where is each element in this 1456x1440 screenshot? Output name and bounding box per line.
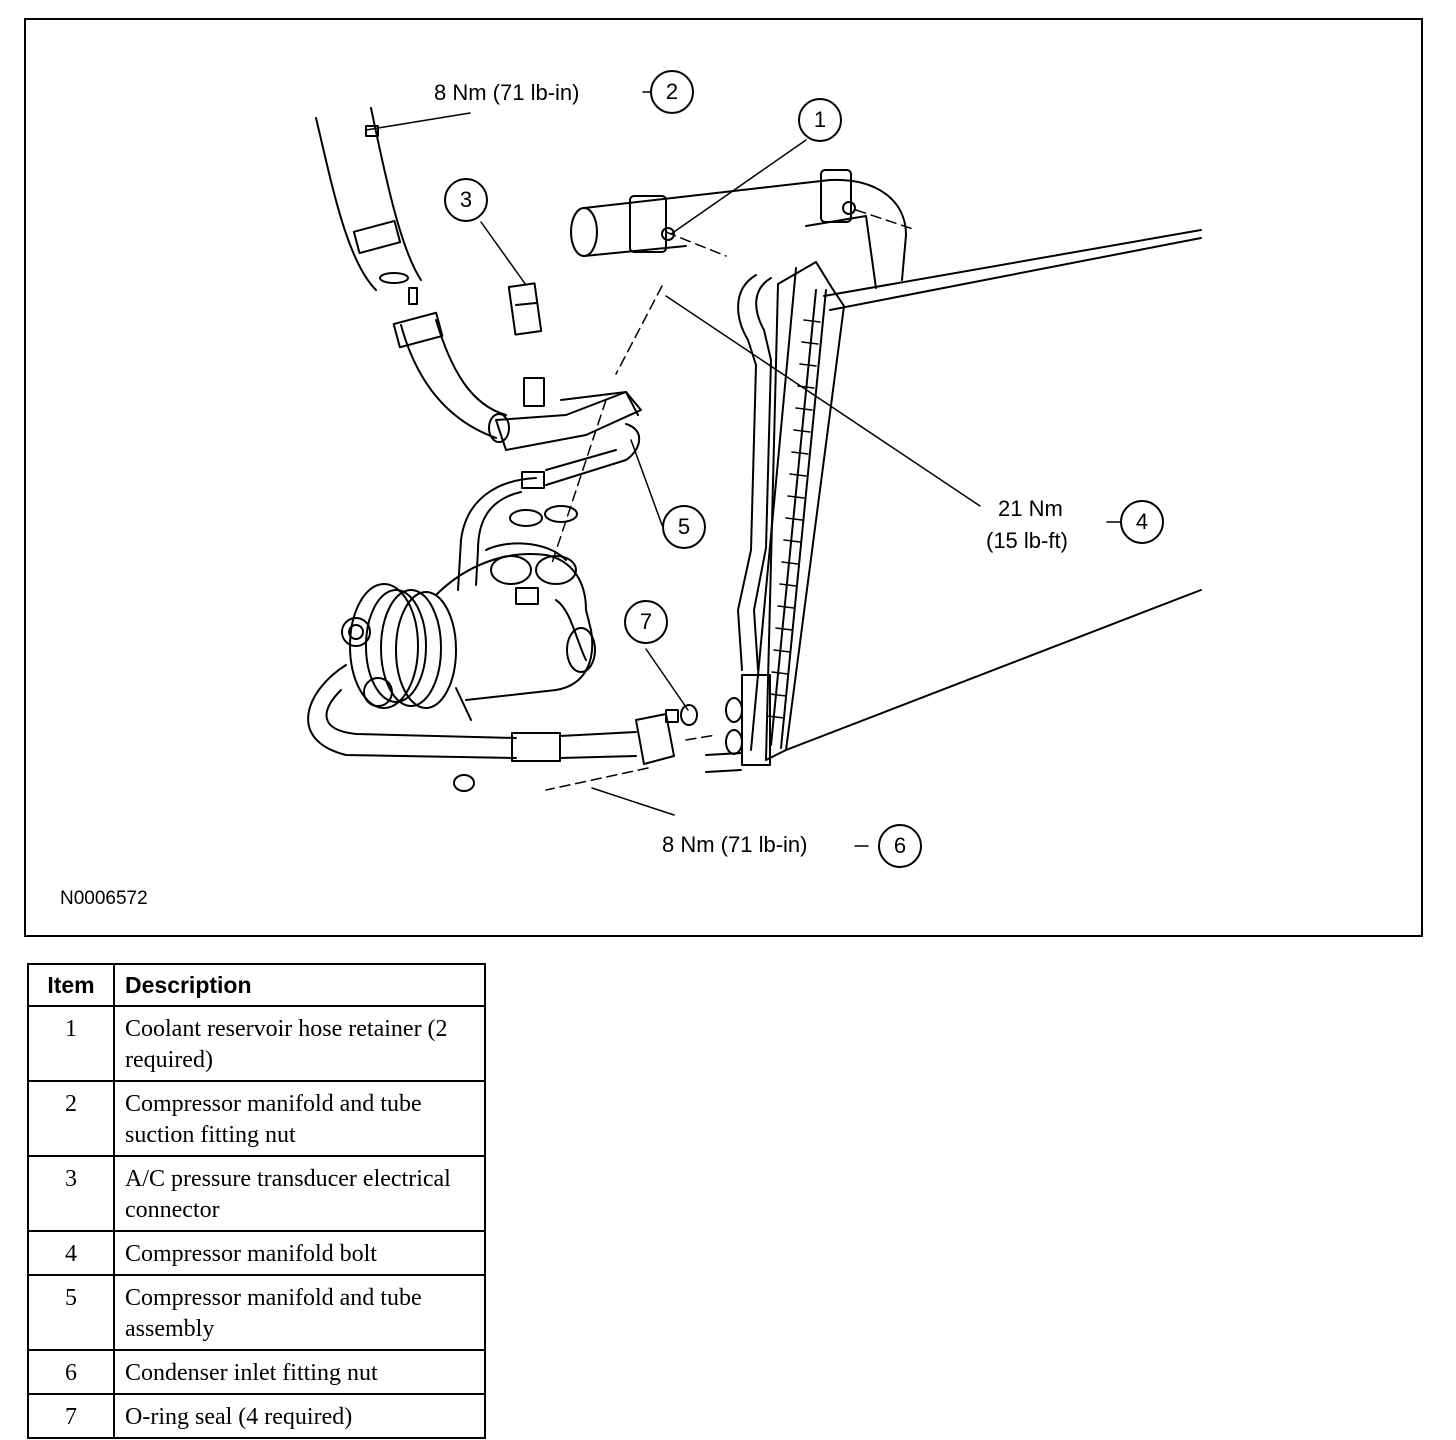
callout-7: 7 — [624, 600, 668, 644]
legend-item-number: 4 — [27, 1230, 115, 1276]
legend-item-number: 6 — [27, 1349, 115, 1395]
callout-3: 3 — [444, 178, 488, 222]
legend-item-description: A/C pressure transducer electrical conne… — [113, 1155, 486, 1232]
coolant-reservoir-hose — [570, 169, 907, 289]
table-row: 5 Compressor manifold and tube assembly — [27, 1274, 486, 1351]
table-row: 3 A/C pressure transducer electrical con… — [27, 1155, 486, 1232]
discharge-hose — [307, 664, 698, 792]
legend-item-description: Coolant reservoir hose retainer (2 requi… — [113, 1005, 486, 1082]
exploded-view-figure: 8 Nm (71 lb-in) 2 1 3 21 Nm (15 lb-ft) 4… — [24, 18, 1423, 937]
torque-label-6: 8 Nm (71 lb-in) — [662, 832, 808, 857]
torque-label-4-line2: (15 lb-ft) — [986, 528, 1068, 553]
legend-item-number: 3 — [27, 1155, 115, 1232]
table-row: 6 Condenser inlet fitting nut — [27, 1349, 486, 1395]
torque-label-4-line1: 21 Nm — [998, 496, 1063, 521]
callout-4: 4 — [1120, 500, 1164, 544]
ac-compressor-line-art — [307, 91, 1202, 847]
legend-item-description: Compressor manifold and tube suction fit… — [113, 1080, 486, 1157]
legend-item-number: 5 — [27, 1274, 115, 1351]
manifold-tube-assembly — [457, 391, 642, 591]
callout-2: 2 — [650, 70, 694, 114]
legend-table: Item Description 1 Coolant reservoir hos… — [27, 963, 486, 1439]
legend-item-number: 2 — [27, 1080, 115, 1157]
legend-header-row: Item Description — [27, 963, 486, 1007]
legend-item-description: Compressor manifold bolt — [113, 1230, 486, 1276]
legend-item-number: 7 — [27, 1393, 115, 1439]
torque-label-2: 8 Nm (71 lb-in) — [434, 80, 580, 105]
callout-5: 5 — [662, 505, 706, 549]
pressure-transducer-connector — [507, 282, 545, 407]
leader-lines — [365, 91, 1121, 847]
legend-header-description: Description — [113, 963, 486, 1007]
compressor — [341, 542, 596, 721]
legend-item-description: Condenser inlet fitting nut — [113, 1349, 486, 1395]
legend-item-description: O-ring seal (4 required) — [113, 1393, 486, 1439]
condenser — [705, 229, 1202, 773]
table-row: 1 Coolant reservoir hose retainer (2 req… — [27, 1005, 486, 1082]
table-row: 2 Compressor manifold and tube suction f… — [27, 1080, 486, 1157]
table-row: 4 Compressor manifold bolt — [27, 1230, 486, 1276]
callout-6: 6 — [878, 824, 922, 868]
alignment-lines — [545, 209, 917, 791]
table-row: 7 O-ring seal (4 required) — [27, 1393, 486, 1439]
suction-hose — [315, 107, 507, 439]
callout-1: 1 — [798, 98, 842, 142]
legend-header-item: Item — [27, 963, 115, 1007]
legend-item-number: 1 — [27, 1005, 115, 1082]
legend-item-description: Compressor manifold and tube assembly — [113, 1274, 486, 1351]
figure-id: N0006572 — [60, 888, 148, 909]
